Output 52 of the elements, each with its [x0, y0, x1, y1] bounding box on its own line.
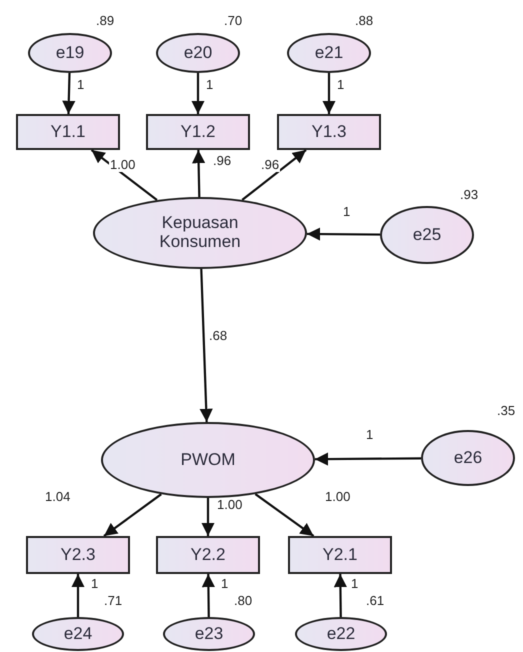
edge-label: .68: [208, 329, 228, 344]
arrow: [202, 574, 215, 618]
variance-value: .61: [366, 594, 384, 608]
variable-name: e20: [184, 44, 212, 62]
variable-name: e21: [314, 44, 344, 62]
variable-name: Y1.1: [50, 122, 86, 142]
variable-box: [288, 536, 392, 574]
variable-name: e23: [194, 624, 224, 644]
arrow: [322, 73, 336, 114]
variance-value: .35: [497, 404, 516, 418]
arrow: [242, 149, 307, 201]
edge-label: 1.00: [109, 158, 136, 172]
edge-label: 1.00: [324, 490, 352, 504]
variable-name: Y1.2: [180, 122, 216, 142]
arrow: [192, 150, 206, 198]
edge-label: 1.00: [216, 498, 244, 512]
variance-value: .88: [355, 14, 374, 28]
variance-value: .89: [96, 14, 114, 28]
arrow: [62, 72, 76, 114]
variable-name: Y2.2: [190, 546, 226, 564]
edge-label: .96: [260, 158, 280, 172]
variable-box: [26, 536, 130, 574]
variance-value: .71: [104, 594, 122, 608]
edge-label: 1.04: [44, 490, 72, 504]
arrow: [254, 493, 314, 537]
variable-name: e26: [454, 448, 482, 468]
variable-name: Y2.1: [322, 546, 358, 564]
variable-name: Y2.3: [60, 546, 96, 564]
variance-value: .93: [460, 188, 478, 202]
variable-name: PWOM: [180, 450, 236, 470]
edge-label: .96: [212, 154, 232, 168]
variable-name: Y1.3: [312, 122, 346, 142]
variable-name: e25: [412, 226, 442, 244]
variable-name: Kepuasan Konsumen: [158, 214, 242, 252]
arrow: [306, 227, 380, 241]
variance-value: .70: [224, 14, 242, 28]
arrow: [314, 452, 422, 466]
arrow: [200, 268, 213, 422]
variance-value: .80: [234, 594, 252, 608]
arrow: [90, 149, 158, 201]
variable-name: e22: [326, 624, 356, 644]
arrow: [201, 498, 215, 536]
arrow: [191, 73, 205, 114]
variable-box: [156, 536, 260, 574]
arrow: [334, 574, 347, 618]
variable-name: e24: [64, 624, 92, 644]
arrow: [71, 574, 85, 617]
arrow: [103, 493, 162, 537]
variable-name: e19: [56, 44, 84, 62]
variable-box: [146, 114, 250, 150]
variable-box: [16, 114, 120, 150]
variable-box: [277, 114, 381, 150]
